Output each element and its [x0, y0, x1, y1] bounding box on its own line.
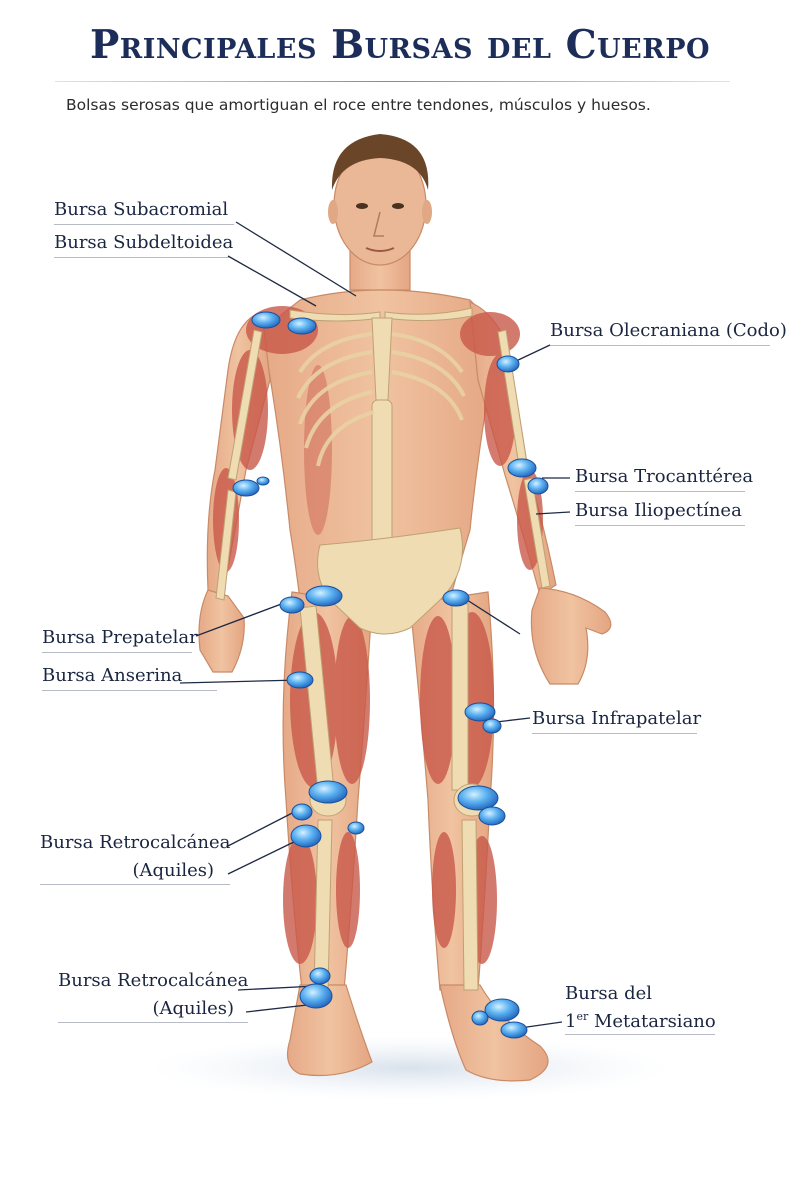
label-underline — [565, 1034, 715, 1035]
label-bursa-retrocalcanea-upper-sub: (Aquiles) — [132, 860, 214, 881]
bursa-knee-left-marker — [457, 785, 499, 811]
label-underline — [54, 224, 234, 225]
label-bursa-infrapatelar: Bursa Infrapatelar — [532, 708, 702, 729]
bursa-infrapatelar-small-marker — [482, 718, 502, 734]
label-bursa-subdeltoidea: Bursa Subdeltoidea — [54, 232, 234, 253]
floor-shadow — [150, 1036, 670, 1100]
bursa-heel-top-marker — [309, 967, 331, 985]
bursa-anserina-marker — [286, 671, 314, 689]
bursa-knee-right-side-marker — [347, 821, 365, 835]
label-bursa-retrocalcanea-lower: Bursa Retrocalcánea — [58, 970, 249, 991]
head — [328, 134, 432, 266]
bursa-subdeltoidea-marker — [287, 317, 317, 335]
bursa-metatarsiano-small-marker — [471, 1010, 489, 1026]
label-underline — [575, 491, 745, 492]
label-bursa-retrocalcanea-upper: Bursa Retrocalcánea — [40, 832, 231, 853]
page-subtitle: Bolsas serosas que amortiguan el roce en… — [66, 96, 651, 114]
label-bursa-prepatelar: Bursa Prepatelar — [42, 627, 198, 648]
skeleton — [215, 307, 551, 991]
bursa-hip-left-marker — [442, 589, 470, 607]
label-bursa-metatarsiano: Bursa del — [565, 983, 653, 1004]
label-bursa-metatarsiano-line2: 1er Metatarsiano — [565, 1010, 716, 1032]
bursa-retrocalcanea-marker — [299, 983, 333, 1009]
bursa-metatarsiano-low-marker — [500, 1021, 528, 1039]
label-bursa-anserina: Bursa Anserina — [42, 665, 183, 686]
page-title: Principales Bursas del Cuerpo — [89, 22, 711, 68]
label-underline — [532, 733, 697, 734]
label-underline — [42, 690, 217, 691]
label-underline — [40, 884, 230, 885]
bursa-knee-right-low-marker — [291, 803, 313, 821]
title-underline — [55, 81, 730, 82]
leader-lines — [179, 221, 571, 1029]
bursa-knee-left-low-marker — [478, 806, 506, 826]
label-underline — [54, 257, 229, 258]
bursa-knee-right-marker — [308, 780, 348, 804]
label-underline — [42, 652, 192, 653]
label-bursa-trocanterea: Bursa Trocanttérea — [575, 466, 754, 487]
bursa-knee-right-med-marker — [290, 824, 322, 848]
bursa-hip-right-marker — [305, 585, 343, 607]
bursa-elbow-right-small-marker — [256, 476, 270, 486]
ribcage — [296, 332, 466, 467]
bursa-trocanterea-marker — [507, 458, 537, 478]
label-underline — [575, 525, 745, 526]
bursae — [232, 311, 549, 1039]
label-bursa-subacromial: Bursa Subacromial — [54, 199, 229, 220]
bursa-metatarsiano-marker — [484, 998, 520, 1022]
label-underline — [550, 345, 770, 346]
label-bursa-retrocalcanea-lower-sub: (Aquiles) — [152, 998, 234, 1019]
bursa-prepatelar-marker — [279, 596, 305, 614]
label-underline — [58, 1022, 248, 1023]
bursa-iliopectinea-marker — [527, 477, 549, 495]
bursa-infrapatelar-marker — [464, 702, 496, 722]
bursa-subacromial-marker — [251, 311, 281, 329]
bursa-elbow-right-marker — [232, 479, 260, 497]
label-bursa-olecraniana: Bursa Olecraniana (Codo) — [550, 320, 787, 341]
label-bursa-iliopectinea: Bursa Iliopectínea — [575, 500, 742, 521]
bursa-olecraniana-marker — [496, 355, 520, 373]
